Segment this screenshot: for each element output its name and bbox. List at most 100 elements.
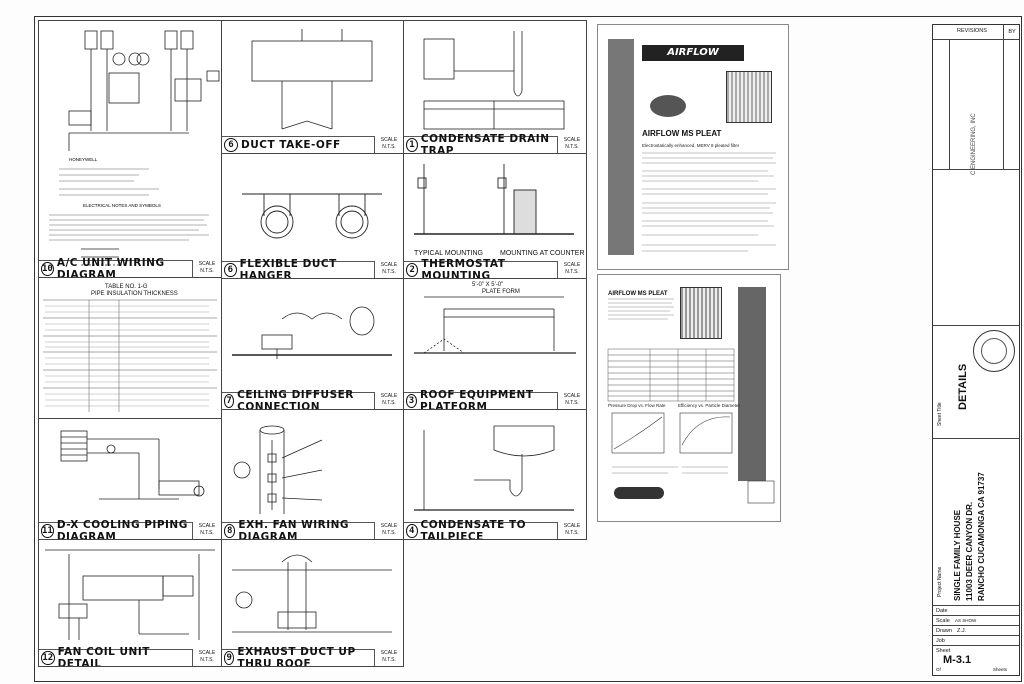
project-name-label: Project Name xyxy=(937,566,943,597)
mounting-at-counter-label: MOUNTING AT COUNTER xyxy=(500,250,585,257)
detail-title: A/C UNIT WIRING DIAGRAM xyxy=(56,257,165,278)
drawn-row: Drawn Z.J. xyxy=(933,625,1019,636)
brand-logo: AIRFLOW xyxy=(642,45,744,61)
title-block: REVISIONS BY C ENGINEERING, INC Sheet Ti… xyxy=(932,24,1020,676)
detail-thermostat-mounting: TYPICAL MOUNTING MOUNTING AT COUNTER 2 T… xyxy=(403,153,587,279)
detail-title: FAN COIL UNIT DETAIL xyxy=(57,646,150,667)
scale-value: AS SHOW xyxy=(955,618,977,623)
detail-title: EXHAUST DUCT UP THRU ROOF xyxy=(237,646,356,667)
brochure-side-band xyxy=(608,39,634,255)
sheet-title: DETAILS xyxy=(957,363,969,410)
project-line-3: RANCHO CUCAMONGA CA 91737 xyxy=(977,472,986,601)
detail-title-bar: 2 THERMOSTAT MOUNTING xyxy=(404,258,558,279)
detail-number: 2 xyxy=(406,263,419,277)
sheet-title-label: Sheet Title xyxy=(937,402,943,426)
product-tagline: Electrostatically enhanced, MERV 8 pleat… xyxy=(642,143,740,148)
detail-title: DUCT TAKE-OFF xyxy=(241,139,341,151)
detail-title-bar: 4 CONDENSATE TO TAILPIECE xyxy=(404,519,558,540)
job-row: Job xyxy=(933,635,1019,646)
airflow-brochure-front: AIRFLOW AIRFLOW MS PLEAT Electrostatical… xyxy=(597,24,789,270)
detail-number: 6 xyxy=(224,263,237,277)
scale-row: Scale AS SHOW xyxy=(933,615,1019,626)
detail-title: FLEXIBLE DUCT HANGER xyxy=(239,258,337,279)
detail-title-bar: 6 FLEXIBLE DUCT HANGER xyxy=(222,258,375,279)
detail-number: 9 xyxy=(224,651,235,665)
filter-image xyxy=(726,71,772,123)
detail-title: THERMOSTAT MOUNTING xyxy=(421,258,506,279)
spec-product-name: AIRFLOW MS PLEAT xyxy=(608,291,668,297)
scale-label: Scale xyxy=(936,618,950,624)
detail-title-bar: 6 DUCT TAKE-OFF xyxy=(222,136,375,153)
chart1-title: Pressure Drop vs. Flow Rate xyxy=(608,403,666,408)
detail-title: D-X COOLING PIPING DIAGRAM xyxy=(56,519,188,540)
sheet-border xyxy=(34,16,1022,682)
badge-seal xyxy=(650,95,686,117)
sheet-number: M-3.1 xyxy=(943,654,972,666)
detail-ac-unit-wiring: HONEYWELL ELECTRICAL NOTES AND SYMBOLS 1… xyxy=(38,20,222,278)
detail-number: 4 xyxy=(406,524,418,538)
detail-title-bar: 7 CEILING DIFFUSER CONNECTION xyxy=(222,389,375,410)
revisions-area xyxy=(933,39,1019,170)
date-label: Date xyxy=(936,608,948,614)
wiring-diagram-drawing: HONEYWELL ELECTRICAL NOTES AND SYMBOLS xyxy=(49,30,220,266)
drawn-label: Drawn xyxy=(936,628,952,634)
detail-number: 6 xyxy=(224,138,238,152)
date-row: Date xyxy=(933,605,1019,616)
plate-form-label: PLATE FORM xyxy=(482,289,520,295)
engineer-seal xyxy=(973,330,1015,372)
honeywell-label: HONEYWELL xyxy=(69,157,98,162)
detail-number: 12 xyxy=(41,651,55,665)
plate-dim: 5'-0" X 5'-0" xyxy=(472,282,504,288)
sheet-label: Sheet xyxy=(936,648,951,654)
detail-title: CEILING DIFFUSER CONNECTION xyxy=(237,389,354,410)
company-name: C ENGINEERING, INC xyxy=(971,113,977,175)
detail-title-bar: 3 ROOF EQUIPMENT PLATFORM xyxy=(404,389,558,410)
project-line-1: SINGLE FAMILY HOUSE xyxy=(953,509,962,601)
electrical-notes-heading: ELECTRICAL NOTES AND SYMBOLS xyxy=(83,203,161,208)
filter-image xyxy=(680,287,722,339)
detail-number: 7 xyxy=(224,394,235,408)
typical-mounting-label: TYPICAL MOUNTING xyxy=(414,250,483,257)
revisions-header: REVISIONS BY xyxy=(933,25,1019,40)
detail-title: ROOF EQUIPMENT PLATFORM xyxy=(419,389,534,410)
of-label: Of xyxy=(936,667,941,672)
detail-title: EXH. FAN WIRING DIAGRAM xyxy=(238,519,350,540)
detail-number: 10 xyxy=(41,262,54,276)
detail-title-bar: 8 EXH. FAN WIRING DIAGRAM xyxy=(222,519,375,540)
project-area: Project Name SINGLE FAMILY HOUSE 11003 D… xyxy=(933,437,1019,606)
detail-title-bar: 1 CONDENSATE DRAIN TRAP xyxy=(404,133,558,153)
revisions-label: REVISIONS xyxy=(957,28,987,34)
job-label: Job xyxy=(936,638,945,644)
by-label: BY xyxy=(1003,25,1020,39)
detail-roof-equipment-platform: 5'-0" X 5'-0" PLATE FORM 3 ROOF EQUIPMEN… xyxy=(403,278,587,410)
pipe-insulation-table: TABLE NO. 1-G PIPE INSULATION THICKNESS xyxy=(38,277,222,419)
detail-title-bar: 12 FAN COIL UNIT DETAIL xyxy=(39,646,193,667)
detail-number: 1 xyxy=(406,138,418,152)
detail-number: 8 xyxy=(224,524,236,538)
spec-brand-logo xyxy=(614,487,664,499)
detail-number: 3 xyxy=(406,394,417,408)
product-name: AIRFLOW MS PLEAT xyxy=(642,129,722,138)
detail-title-bar: 9 EXHAUST DUCT UP THRU ROOF xyxy=(222,646,375,667)
table-subtitle: PIPE INSULATION THICKNESS xyxy=(91,291,178,297)
detail-title: CONDENSATE TO TAILPIECE xyxy=(420,519,527,540)
